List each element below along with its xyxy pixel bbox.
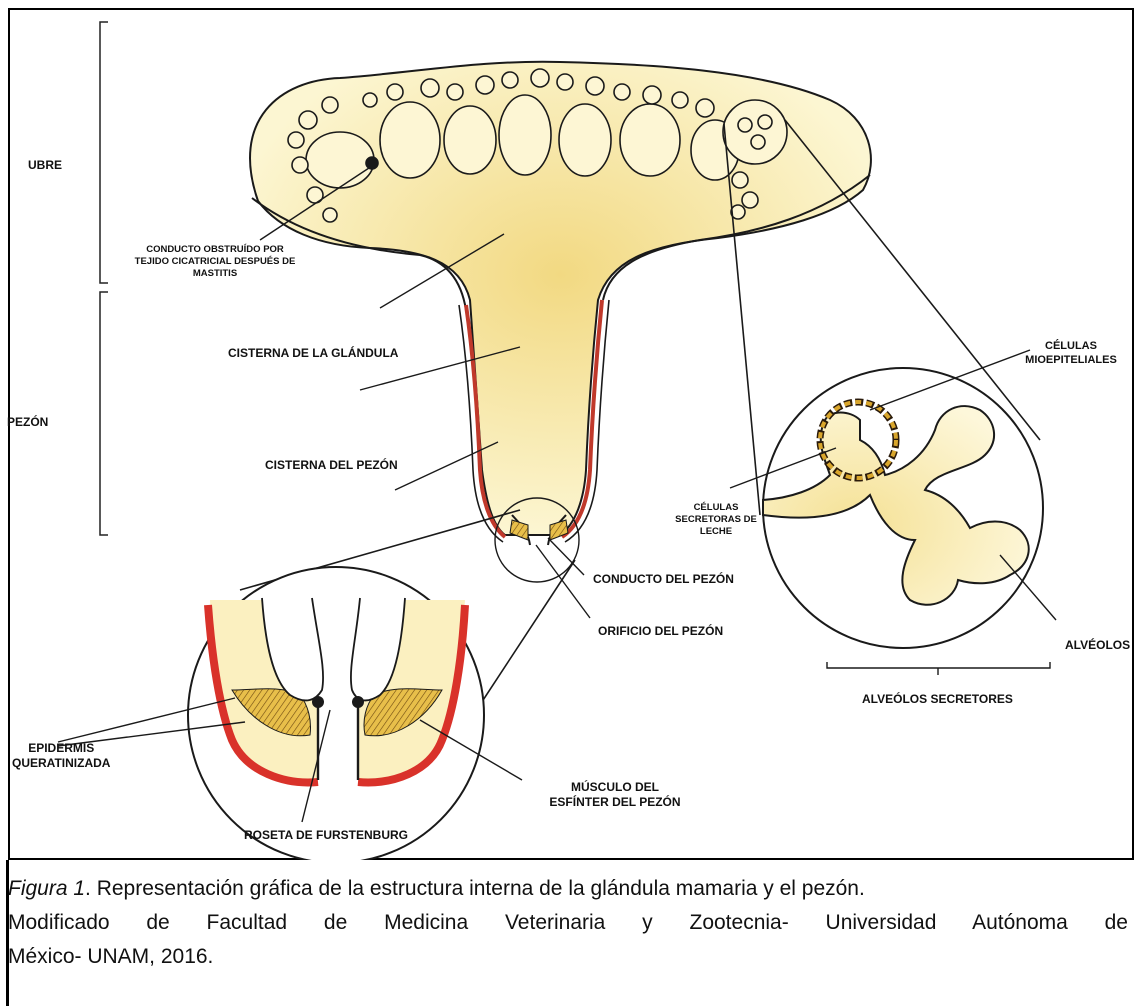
label-cisterna-glandula: CISTERNA DE LA GLÁNDULA [228,346,398,361]
caption-line-3: México- UNAM, 2016. [8,940,1128,974]
label-conducto-obstruido: CONDUCTO OBSTRUÍDO POR TEJIDO CICATRICIA… [116,244,314,280]
label-celulas-secretoras: CÉLULAS SECRETORAS DE LECHE [663,502,769,538]
caption-line-1: Figura 1. Representación gráfica de la e… [8,872,1128,906]
figure-caption: Figura 1. Representación gráfica de la e… [8,872,1128,974]
label-epidermis-line-2: QUERATINIZADA [12,756,110,771]
label-conducto-obstruido-line-2: TEJIDO CICATRICIAL DESPUÉS DE [116,256,314,268]
label-celulas-mio-line-2: MIOEPITELIALES [1008,354,1134,368]
caption-line-1-text: . Representación gráfica de la estructur… [85,877,865,900]
label-conducto-obstruido-line-3: MASTITIS [116,268,314,280]
teat-tip-detail [188,567,484,860]
mammary-gland-diagram [0,0,1134,860]
label-roseta-furstenburg: ROSETA DE FURSTENBURG [244,828,408,843]
ubre-bracket [100,22,108,283]
label-musculo-esfinter: MÚSCULO DEL ESFÍNTER DEL PEZÓN [546,780,684,810]
label-epidermis-queratinizada: EPIDERMIS QUERATINIZADA [12,741,110,771]
label-pezon: PEZÓN [7,415,48,430]
caption-figure-number: Figura 1 [8,877,85,900]
label-celulas-secretoras-line-2: SECRETORAS DE [663,514,769,526]
label-musculo-line-2: ESFÍNTER DEL PEZÓN [546,795,684,810]
label-celulas-mio-line-1: CÉLULAS [1008,340,1134,354]
label-alveolos: ALVÉOLOS [1065,638,1130,653]
label-orificio-pezon: ORIFICIO DEL PEZÓN [598,624,723,639]
label-alveolos-secretores: ALVEÓLOS SECRETORES [862,692,1013,707]
label-conducto-obstruido-line-1: CONDUCTO OBSTRUÍDO POR [116,244,314,256]
label-celulas-secretoras-line-3: LECHE [663,526,769,538]
alveolus-detail [763,368,1043,648]
caption-line-2: Modificado de Facultad de Medicina Veter… [8,906,1128,940]
label-ubre: UBRE [28,158,62,173]
label-celulas-mioepiteliales: CÉLULAS MIOEPITELIALES [1008,340,1134,368]
label-cisterna-pezon: CISTERNA DEL PEZÓN [265,458,398,473]
label-celulas-secretoras-line-1: CÉLULAS [663,502,769,514]
label-musculo-line-1: MÚSCULO DEL [546,780,684,795]
label-conducto-pezon: CONDUCTO DEL PEZÓN [593,572,734,587]
label-epidermis-line-1: EPIDERMIS [12,741,110,756]
pezon-bracket [100,292,108,535]
